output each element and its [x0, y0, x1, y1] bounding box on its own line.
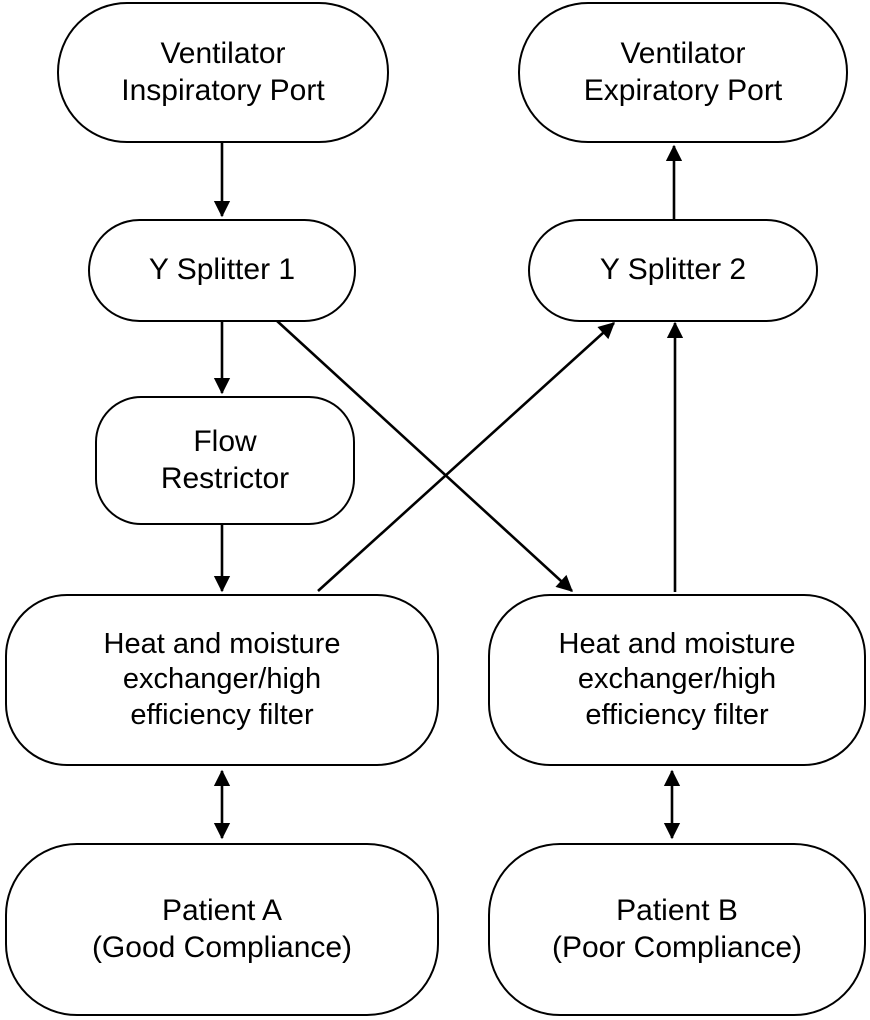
node-label-hme-filter-b: Heat and moisture exchanger/high efficie…: [558, 627, 796, 731]
node-ventilator-expiratory-port[interactable]: Ventilator Expiratory Port: [518, 2, 848, 143]
node-label-patient-b: Patient B (Poor Compliance): [551, 893, 803, 964]
edge-hme-a-to-ysplit-2: [317, 322, 615, 592]
node-label-ventilator-inspiratory-port: Ventilator Inspiratory Port: [121, 36, 325, 107]
node-y-splitter-2[interactable]: Y Splitter 2: [528, 219, 818, 322]
node-label-y-splitter-2: Y Splitter 2: [599, 253, 747, 287]
node-label-y-splitter-1: Y Splitter 1: [148, 253, 296, 287]
node-hme-filter-a[interactable]: Heat and moisture exchanger/high efficie…: [5, 594, 439, 766]
node-label-patient-a: Patient A (Good Compliance): [91, 893, 353, 964]
node-hme-filter-b[interactable]: Heat and moisture exchanger/high efficie…: [488, 594, 866, 766]
node-label-hme-filter-a: Heat and moisture exchanger/high efficie…: [103, 627, 341, 731]
node-label-ventilator-expiratory-port: Ventilator Expiratory Port: [583, 36, 783, 107]
node-patient-a[interactable]: Patient A (Good Compliance): [5, 843, 439, 1016]
node-patient-b[interactable]: Patient B (Poor Compliance): [488, 843, 866, 1016]
node-label-flow-restrictor: Flow Restrictor: [160, 424, 290, 495]
node-ventilator-inspiratory-port[interactable]: Ventilator Inspiratory Port: [57, 2, 389, 143]
node-y-splitter-1[interactable]: Y Splitter 1: [88, 219, 356, 322]
node-flow-restrictor[interactable]: Flow Restrictor: [95, 396, 355, 525]
